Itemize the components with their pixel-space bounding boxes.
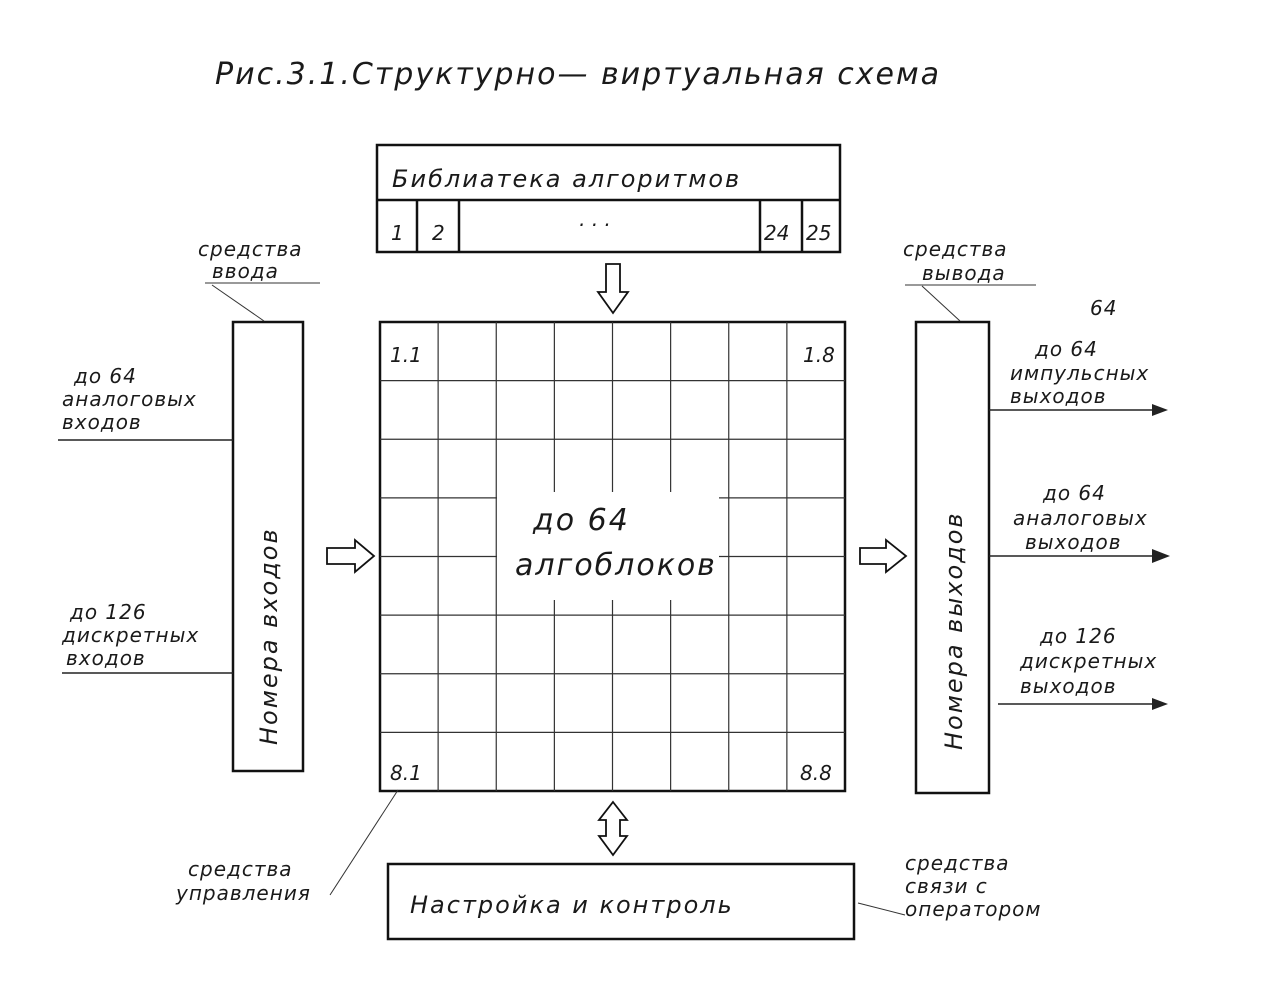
- diagram-title: Рис.3.1.Структурно— виртуальная схема: [215, 57, 941, 92]
- analog-inputs-line3: входов: [62, 410, 142, 434]
- analog-outputs-line2: аналоговых: [1013, 506, 1148, 530]
- output-means-line2: вывода: [922, 261, 1006, 285]
- pulse-outputs-line1: до 64: [1034, 337, 1098, 361]
- algorithm-library: Библиатека алгоритмов 1 2 · · · 24 25: [375, 143, 842, 254]
- analog-inputs-label: до 64 аналоговых входов: [62, 364, 197, 434]
- library-to-grid-arrow: [596, 263, 630, 315]
- discrete-inputs-line2: дискретных: [61, 623, 199, 647]
- discrete-inputs-label: до 126 дискретных входов: [61, 600, 199, 670]
- discrete-outputs-label: до 126 дискретных выходов: [1019, 624, 1157, 698]
- outputs-block-label: Номера выходов: [940, 511, 968, 750]
- control-box: Настройка и контроль: [386, 862, 856, 941]
- grid-center-label-line1: до 64: [532, 503, 630, 538]
- inputs-to-grid-arrow: [326, 538, 376, 574]
- discrete-inputs-line3: входов: [66, 646, 146, 670]
- output-means-line1: средства: [903, 237, 1008, 261]
- grid-cell-8-8: 8.8: [800, 761, 832, 785]
- inputs-block: Номера входов: [231, 320, 305, 773]
- operator-means-line1: средства: [905, 851, 1010, 875]
- discrete-inputs-line1: до 126: [69, 600, 147, 624]
- handwritten-64: 64: [1090, 296, 1117, 320]
- operator-means-annotation: средства связи с оператором: [857, 851, 1041, 921]
- analog-outputs-line1: до 64: [1042, 481, 1106, 505]
- algoblock-grid: 1.1 1.8 8.1 8.8 до 64 алгоблоков: [378, 320, 847, 793]
- grid-to-outputs-arrow: [859, 538, 908, 574]
- analog-inputs-line2: аналоговых: [62, 387, 197, 411]
- grid-center-label-bg: [497, 492, 719, 600]
- discrete-outputs-line2: дискретных: [1019, 649, 1157, 673]
- grid-center-label-line2: алгоблоков: [515, 548, 717, 583]
- analog-inputs-line1: до 64: [73, 364, 137, 388]
- control-box-label: Настройка и контроль: [410, 891, 734, 919]
- grid-cell-1-8: 1.8: [803, 343, 835, 367]
- grid-cell-8-1: 8.1: [390, 761, 422, 785]
- operator-means-line3: оператором: [905, 897, 1041, 921]
- pulse-outputs-label: 64 до 64 импульсных выходов: [1010, 296, 1149, 408]
- library-label: Библиатека алгоритмов: [392, 165, 741, 193]
- analog-outputs-line3: выходов: [1025, 530, 1122, 554]
- library-cell-1: 1: [391, 221, 404, 245]
- discrete-outputs-line3: выходов: [1020, 674, 1117, 698]
- pulse-outputs-arrowhead: [1152, 404, 1168, 416]
- operator-means-line2: связи с: [905, 874, 988, 898]
- input-means-line1: средства: [198, 237, 303, 261]
- grid-cell-1-1: 1.1: [390, 343, 422, 367]
- control-means-annotation: средства управления: [175, 789, 399, 905]
- inputs-block-label: Номера входов: [255, 527, 283, 745]
- input-means-line2: ввода: [212, 259, 279, 283]
- outputs-block: Номера выходов: [914, 320, 991, 795]
- discrete-outputs-arrowhead: [1152, 698, 1168, 710]
- discrete-outputs-line1: до 126: [1039, 624, 1117, 648]
- library-cell-ellipsis: · · ·: [578, 213, 610, 237]
- output-means-annotation: средства вывода: [903, 237, 1036, 322]
- analog-outputs-arrowhead: [1152, 549, 1170, 563]
- grid-control-double-arrow: [597, 800, 629, 857]
- control-means-line1: средства: [188, 857, 293, 881]
- pulse-outputs-line3: выходов: [1010, 384, 1107, 408]
- input-means-annotation: средства ввода: [198, 237, 320, 322]
- control-means-line2: управления: [175, 881, 311, 905]
- library-cell-24: 24: [764, 221, 789, 245]
- library-cell-25: 25: [806, 221, 831, 245]
- analog-outputs-label: до 64 аналоговых выходов: [1013, 481, 1148, 554]
- library-cell-2: 2: [432, 221, 445, 245]
- pulse-outputs-line2: импульсных: [1010, 361, 1149, 385]
